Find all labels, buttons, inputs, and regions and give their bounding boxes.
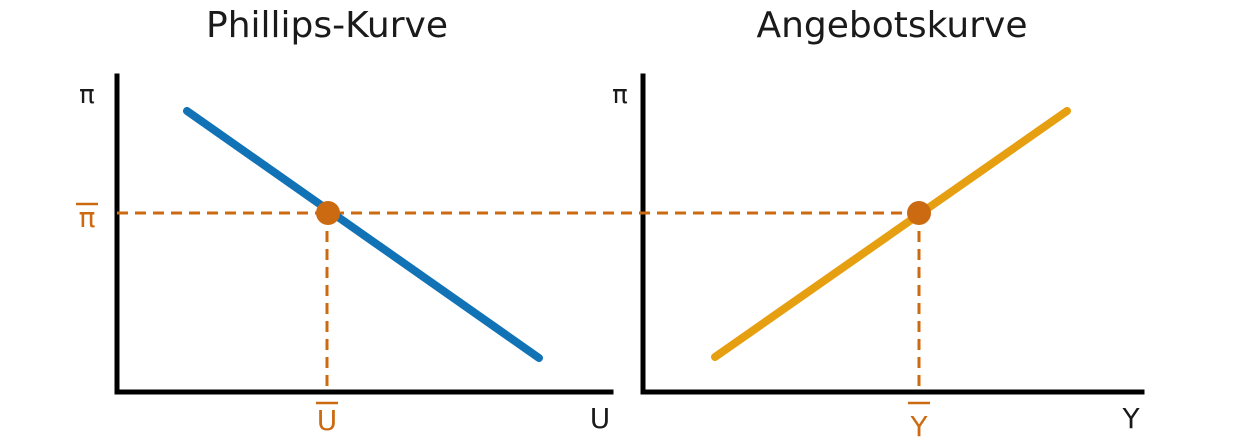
u-bar-text: U — [317, 404, 338, 437]
right-axes — [640, 73, 1145, 395]
supply-equilibrium-point — [907, 201, 931, 225]
pi-bar-text: π — [79, 201, 96, 234]
u-bar-label: U — [316, 401, 338, 437]
phillips-equilibrium-point — [316, 201, 340, 225]
left-y-axis-label: π — [79, 80, 95, 110]
y-bar-label: Y — [908, 401, 930, 443]
phillips-curve — [183, 107, 543, 362]
guide-lines — [117, 211, 921, 392]
supply-curve-title: Angebotskurve — [756, 5, 1027, 46]
right-y-axis-label: π — [612, 80, 628, 110]
left-axes — [114, 73, 614, 395]
supply-curve — [711, 107, 1071, 361]
phillips-curve-title: Phillips-Kurve — [206, 5, 448, 46]
left-x-axis-label: U — [590, 402, 611, 435]
right-x-axis-label: Y — [1121, 402, 1140, 435]
y-bar-text: Y — [909, 410, 928, 443]
pi-bar-label: π — [76, 201, 98, 234]
